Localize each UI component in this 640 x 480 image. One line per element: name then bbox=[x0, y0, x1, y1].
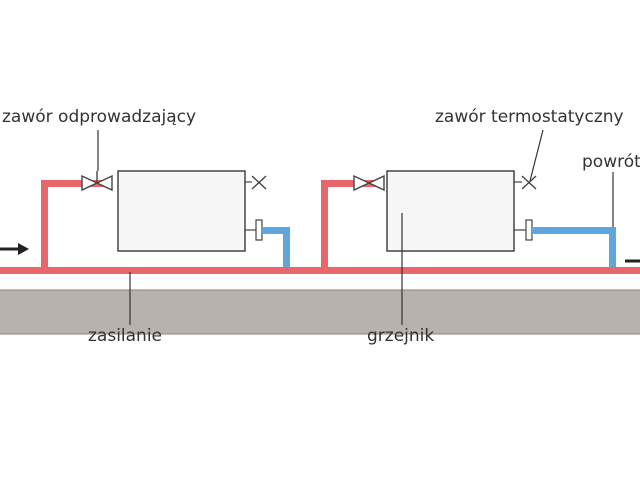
label-radiator: grzejnik bbox=[367, 326, 434, 346]
label-return: powrót bbox=[582, 152, 640, 172]
return-union-2 bbox=[525, 219, 533, 241]
return-riser-1 bbox=[283, 227, 290, 267]
return-branch-2 bbox=[532, 227, 616, 234]
supply-branch-2 bbox=[321, 180, 383, 187]
label-drain-valve: zawór odprowadzający bbox=[2, 107, 196, 127]
supply-riser-2 bbox=[321, 180, 328, 270]
leader-thermostatic-valve bbox=[529, 129, 544, 182]
radiator-group-1 bbox=[41, 170, 290, 270]
thermostatic-valve-icon bbox=[514, 175, 537, 190]
supply-main-pipe bbox=[0, 267, 640, 274]
valve-icon bbox=[81, 171, 113, 192]
return-riser-2 bbox=[609, 227, 616, 267]
label-supply: zasilanie bbox=[88, 326, 162, 346]
return-union-1 bbox=[255, 219, 263, 241]
supply-branch-1 bbox=[41, 180, 111, 187]
supply-riser-1 bbox=[41, 180, 48, 270]
valve-icon bbox=[353, 174, 385, 192]
label-thermostatic-valve: zawór termostatyczny bbox=[435, 107, 624, 127]
radiator-icon bbox=[117, 170, 246, 252]
flow-arrow-icon bbox=[0, 243, 29, 255]
return-branch-1 bbox=[262, 227, 290, 234]
floor-slab bbox=[0, 290, 640, 334]
bleed-valve-icon bbox=[245, 175, 267, 190]
radiator-icon bbox=[386, 170, 515, 252]
radiator-group-2 bbox=[321, 170, 616, 270]
